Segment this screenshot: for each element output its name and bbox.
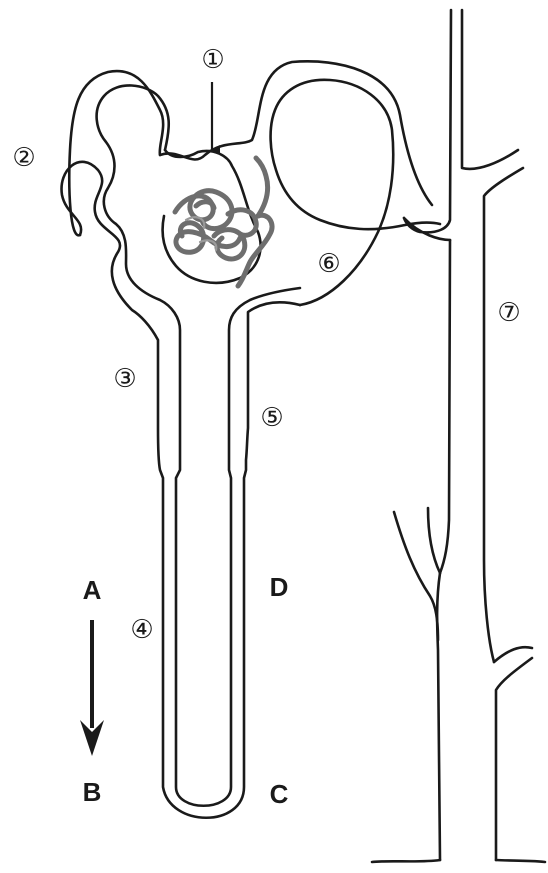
nephron-outer-wall: [62, 61, 432, 817]
label-5: ⑤: [260, 403, 283, 433]
distal-tubule-outer: [271, 80, 440, 305]
label-a: A: [83, 575, 102, 605]
label-1: ①: [201, 45, 224, 75]
label-b: B: [83, 777, 102, 807]
label-4: ④: [130, 615, 153, 645]
label-7: ⑦: [497, 298, 520, 328]
label-6: ⑥: [317, 249, 340, 279]
nephron-outer-wall-top-left: [69, 71, 163, 235]
label-2: ②: [12, 143, 35, 173]
label-c: C: [270, 779, 289, 809]
label-3: ③: [113, 364, 136, 394]
glomerulus: [175, 158, 272, 286]
collecting-duct: [372, 10, 545, 862]
label-d: D: [270, 572, 289, 602]
